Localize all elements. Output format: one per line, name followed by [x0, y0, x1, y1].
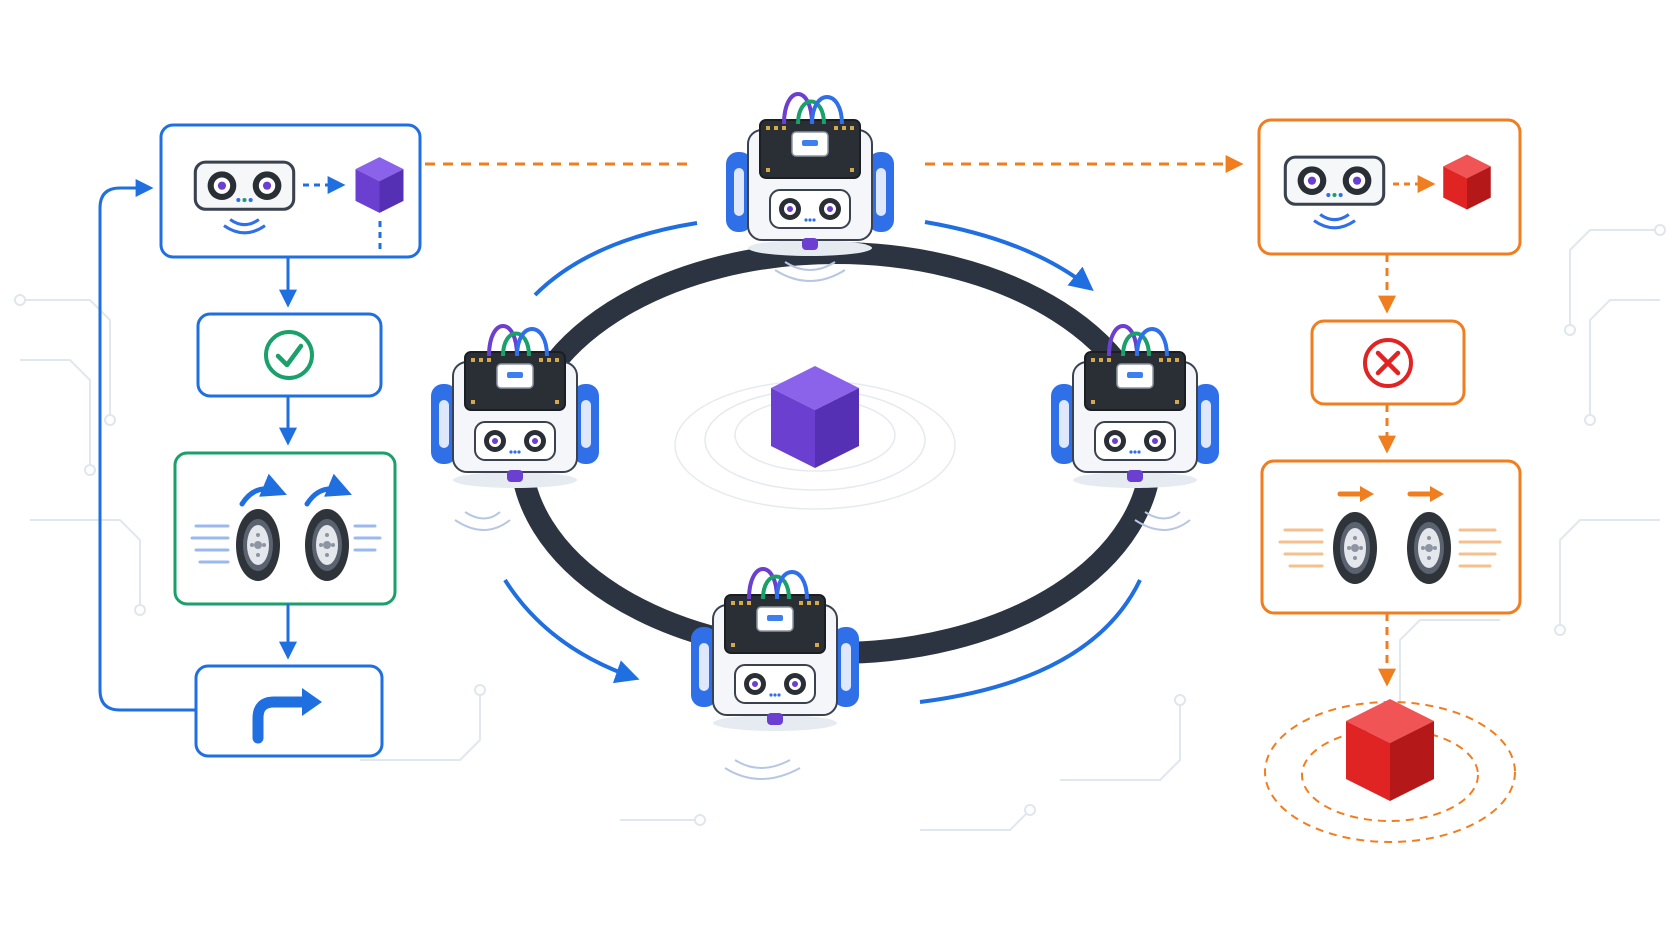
center-ripple [674, 380, 956, 510]
purple-cube-icon [771, 366, 859, 468]
speed-lines [1278, 528, 1502, 568]
wheel-icon [1407, 512, 1451, 584]
circuit-background [20, 229, 1660, 831]
left-step-turn-box [194, 664, 384, 758]
robot-right [1049, 324, 1221, 490]
robot-top [724, 92, 896, 258]
turn-right-arrow-icon [252, 688, 322, 744]
forward-arrow-icon [304, 473, 352, 507]
right-step-sensor-box [1257, 118, 1522, 256]
left-flow [98, 123, 422, 758]
check-circle-icon [264, 330, 314, 380]
wheel-icon [1333, 512, 1377, 584]
left-loop-back-arrow [98, 179, 196, 712]
right-step-wheels-box [1260, 459, 1522, 615]
left-step-check-box [196, 312, 383, 398]
forward-arrow-icon [239, 473, 287, 507]
left-step-wheels-box [173, 451, 397, 606]
speed-lines [190, 524, 382, 564]
wheel-icon [305, 509, 349, 581]
forward-arrow-icon [1337, 486, 1374, 502]
right-flow [1257, 118, 1522, 843]
motion-arrow-bottom-left [503, 578, 640, 684]
x-circle-icon [1363, 338, 1413, 388]
robot-signal-waves [454, 261, 1191, 780]
wheel-icon [236, 509, 280, 581]
motion-arrow-top-right [924, 220, 1094, 291]
robot-bottom [689, 567, 861, 733]
motion-arrow-bottom-right [919, 579, 1142, 704]
red-cube-icon [1346, 699, 1434, 801]
center-loop [429, 92, 1221, 780]
motion-arrow-top-left [533, 221, 698, 297]
forward-arrow-icon [1407, 486, 1444, 502]
